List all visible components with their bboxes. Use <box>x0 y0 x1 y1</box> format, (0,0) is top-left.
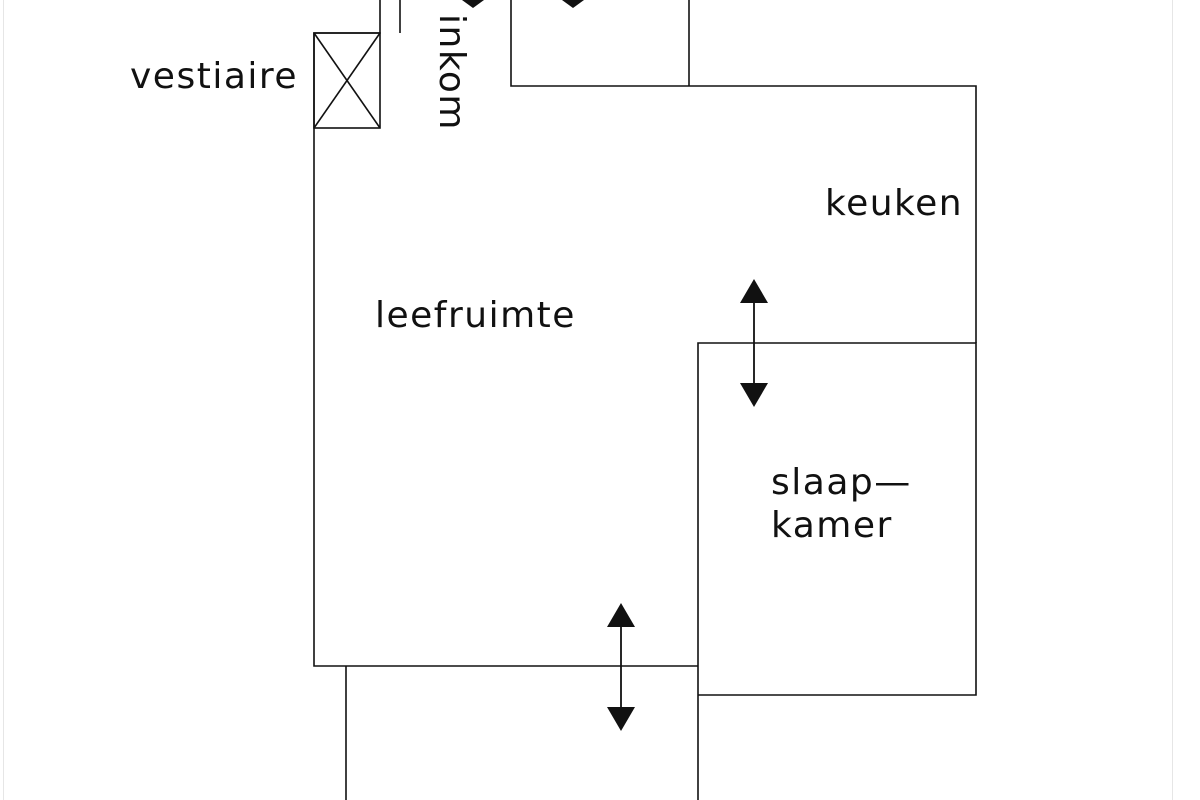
label-vestiaire: vestiaire <box>130 56 298 97</box>
arrowhead-partial-left <box>462 0 484 8</box>
label-inkom: inkom <box>431 14 472 131</box>
walls <box>313 0 977 800</box>
door-arrow-living-bottom <box>607 603 635 731</box>
door-arrow-kitchen-bedroom <box>740 279 768 407</box>
arrowhead-partial-right <box>562 0 584 8</box>
page-frame <box>3 0 1173 800</box>
bedroom-wall <box>697 342 977 696</box>
label-slaapkamer-line1: slaap— <box>771 462 912 503</box>
entrance-wall <box>510 0 977 343</box>
label-leefruimte: leefruimte <box>375 295 576 336</box>
label-keuken: keuken <box>825 183 963 224</box>
entrance-arrows <box>462 0 584 8</box>
wardrobe-cross-box-icon <box>313 32 381 129</box>
label-slaapkamer-line2: kamer <box>771 505 893 546</box>
